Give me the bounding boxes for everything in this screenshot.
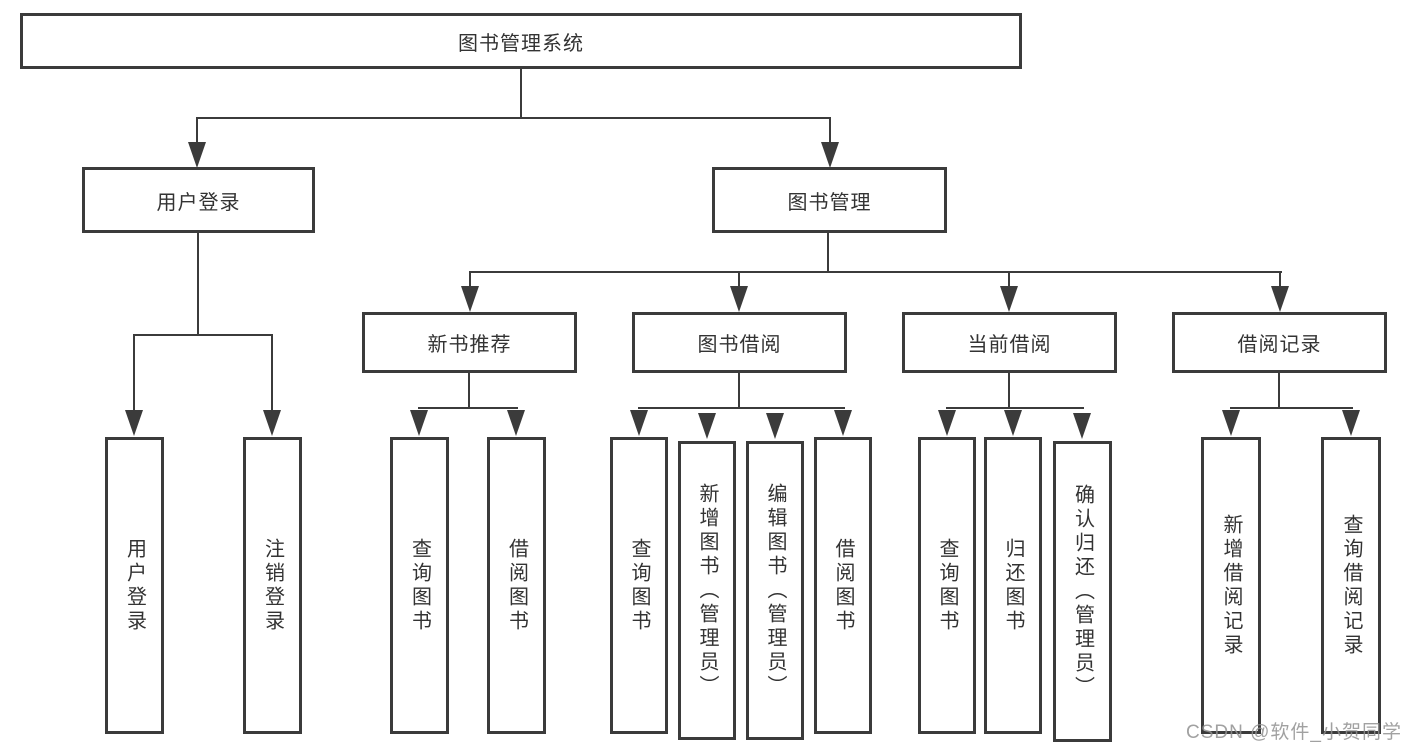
node-label: 图书借阅 — [697, 334, 782, 356]
connector-line — [1230, 407, 1353, 409]
arrow-down-icon — [188, 142, 206, 168]
connector-line — [738, 373, 740, 408]
arrow-down-icon — [1342, 410, 1360, 436]
connector-line — [196, 118, 198, 143]
node-label: 注销登录 — [261, 537, 284, 634]
arrow-down-icon — [461, 286, 479, 312]
node-label: 图书管理系统 — [458, 32, 584, 55]
node-label: 查询图书 — [628, 537, 650, 634]
leaf-user-login: 用户登录 — [105, 437, 164, 734]
arrow-down-icon — [1073, 413, 1091, 439]
node-borrowing-records: 借阅记录 — [1172, 312, 1387, 373]
node-label: 查询借阅记录 — [1340, 513, 1362, 658]
leaf-current-return-books: 归还图书 — [984, 437, 1042, 734]
leaf-recommend-borrow-books: 借阅图书 — [487, 437, 546, 734]
connector-line — [271, 335, 273, 411]
node-label: 借阅图书 — [832, 537, 854, 634]
arrow-down-icon — [263, 410, 281, 436]
node-current-borrowing: 当前借阅 — [902, 312, 1117, 373]
arrow-down-icon — [1271, 286, 1289, 312]
node-new-book-recommend: 新书推荐 — [362, 312, 577, 373]
connector-line — [133, 335, 135, 411]
arrow-down-icon — [1000, 286, 1018, 312]
node-user-login: 用户登录 — [82, 167, 315, 233]
connector-line — [1008, 272, 1010, 288]
arrow-down-icon — [1004, 410, 1022, 436]
connector-line — [738, 272, 740, 288]
connector-line — [827, 232, 829, 273]
node-book-borrowing: 图书借阅 — [632, 312, 847, 373]
connector-line — [1279, 272, 1281, 288]
connector-line — [196, 117, 831, 119]
node-label: 新增借阅记录 — [1220, 513, 1242, 658]
connector-line — [638, 407, 845, 409]
leaf-borrowing-edit-books-admin: 编辑图书（管理员） — [746, 441, 804, 740]
arrow-down-icon — [821, 142, 839, 168]
arrow-down-icon — [834, 410, 852, 436]
leaf-borrowing-add-books-admin: 新增图书（管理员） — [678, 441, 736, 740]
arrow-down-icon — [507, 410, 525, 436]
connector-line — [1008, 373, 1010, 408]
node-label: 查询图书 — [936, 537, 958, 634]
arrow-down-icon — [630, 410, 648, 436]
leaf-current-confirm-return-admin: 确认归还（管理员） — [1053, 441, 1112, 742]
leaf-borrowing-query-books: 查询图书 — [610, 437, 668, 734]
node-label: 借阅记录 — [1237, 334, 1322, 356]
connector-line — [520, 68, 522, 119]
node-book-management: 图书管理 — [712, 167, 947, 233]
arrow-down-icon — [730, 286, 748, 312]
leaf-current-query-books: 查询图书 — [918, 437, 976, 734]
arrow-down-icon — [766, 413, 784, 439]
node-label: 用户登录 — [156, 191, 241, 214]
leaf-borrowing-borrow-books: 借阅图书 — [814, 437, 872, 734]
arrow-down-icon — [1222, 410, 1240, 436]
leaf-records-query-record: 查询借阅记录 — [1321, 437, 1381, 734]
connector-line — [469, 271, 1282, 273]
connector-line — [468, 373, 470, 408]
connector-line — [469, 272, 471, 288]
arrow-down-icon — [698, 413, 716, 439]
node-label: 当前借阅 — [967, 334, 1052, 356]
node-label: 新增图书（管理员） — [696, 482, 718, 699]
csdn-watermark: CSDN @软件_小贺同学 — [1186, 722, 1402, 743]
connector-line — [946, 407, 1084, 409]
arrow-down-icon — [938, 410, 956, 436]
node-label: 归还图书 — [1002, 537, 1024, 634]
node-label: 图书管理 — [787, 191, 872, 214]
connector-line — [829, 118, 831, 143]
node-label: 新书推荐 — [427, 334, 512, 356]
node-label: 确认归还（管理员） — [1071, 483, 1094, 700]
connector-line — [197, 232, 199, 336]
leaf-records-add-record: 新增借阅记录 — [1201, 437, 1261, 734]
connector-line — [133, 334, 273, 336]
node-label: 查询图书 — [408, 537, 431, 634]
leaf-recommend-query-books: 查询图书 — [390, 437, 449, 734]
connector-line — [1278, 373, 1280, 408]
node-label: 用户登录 — [123, 537, 146, 634]
node-label: 编辑图书（管理员） — [764, 482, 786, 699]
connector-line — [418, 407, 518, 409]
arrow-down-icon — [410, 410, 428, 436]
leaf-logout-login: 注销登录 — [243, 437, 302, 734]
arrow-down-icon — [125, 410, 143, 436]
node-label: 借阅图书 — [505, 537, 528, 634]
node-library-management-system: 图书管理系统 — [20, 13, 1022, 69]
